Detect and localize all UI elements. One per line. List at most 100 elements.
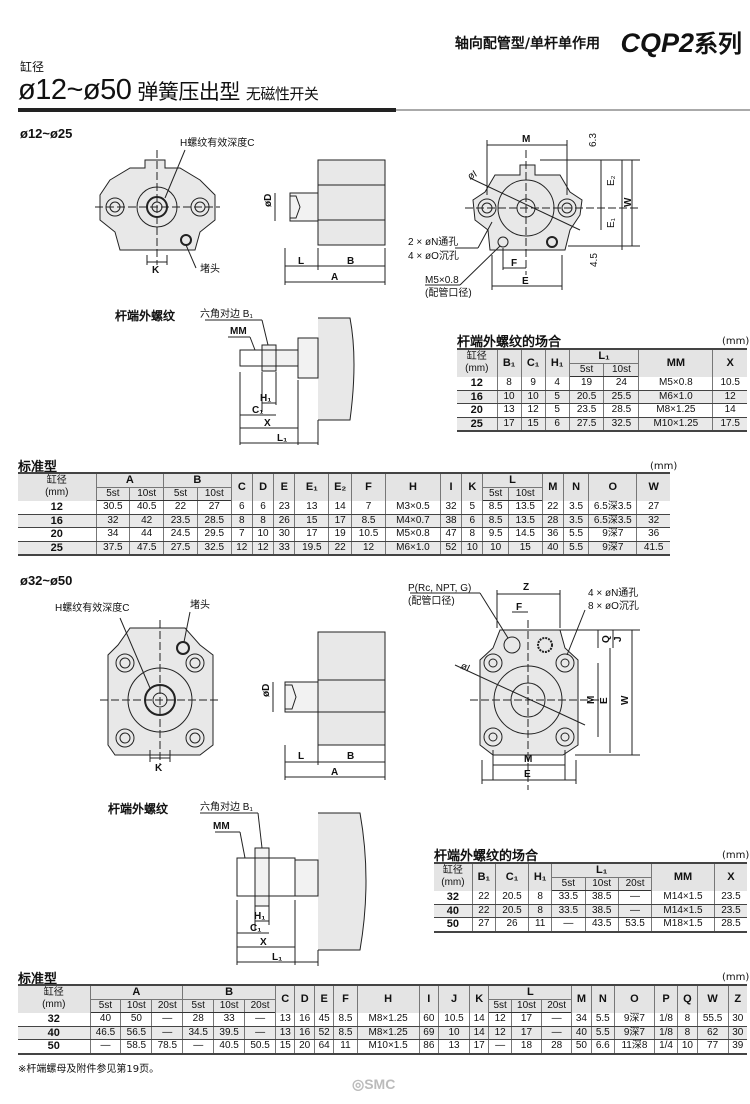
- col-l-5st: 5st: [482, 486, 509, 501]
- col-h: H: [384, 472, 441, 501]
- series-model: CQP2: [620, 28, 694, 58]
- table-cell: 20.5: [494, 890, 530, 905]
- label-port-note-2: (配管口径): [408, 594, 455, 607]
- rod-table-2-unit: (mm): [722, 850, 750, 861]
- col-b-5st: 5st: [182, 998, 215, 1013]
- col-a: A: [95, 472, 165, 487]
- col-a-10st: 10st: [120, 998, 153, 1013]
- table-cell: 15: [520, 417, 546, 432]
- col-l-10st: 10st: [507, 486, 543, 501]
- label-d: øD: [263, 194, 274, 207]
- table-cell: 27.5: [163, 541, 198, 556]
- table-cell: 50: [120, 1012, 153, 1027]
- table-cell: 32: [95, 514, 131, 528]
- bore-cell: 25: [457, 417, 498, 432]
- label-x: X: [264, 418, 271, 429]
- table-cell: 37.5: [95, 541, 131, 556]
- table-cell: —: [89, 1039, 122, 1055]
- table-cell: 4: [544, 376, 570, 391]
- label-4-5: 4.5: [589, 253, 600, 267]
- label-n-hole: 2 × øN通孔: [408, 236, 458, 248]
- table-cell: 12: [351, 541, 386, 556]
- table-cell: 52: [313, 1026, 335, 1040]
- col-j: J: [438, 984, 470, 1013]
- label-h-thread: H螺纹有效深度C: [180, 136, 254, 149]
- table-cell: 5.5: [562, 527, 590, 542]
- table-cell: 6: [544, 417, 570, 432]
- table-cell: 60: [418, 1012, 440, 1027]
- col-e: E: [313, 984, 335, 1013]
- table-cell: 8: [528, 904, 553, 918]
- label-plug: 堵头: [200, 262, 220, 275]
- col-c: C: [230, 472, 253, 501]
- table-cell: 30: [727, 1026, 747, 1040]
- rod-drawing-1: [205, 317, 355, 445]
- label-z: Z: [523, 582, 529, 593]
- table-cell: 20: [294, 1039, 315, 1055]
- table-cell: 27: [196, 500, 232, 515]
- table-cell: 56.5: [120, 1026, 153, 1040]
- table-cell: 9深7: [588, 527, 638, 542]
- col-m: M: [541, 472, 564, 501]
- col-x: X: [712, 348, 747, 377]
- series-subtitle: 轴向配管型/单杆单作用: [454, 36, 600, 52]
- label-o-hole: 4 × øO沉孔: [408, 249, 459, 262]
- table-cell: 22: [163, 500, 198, 515]
- col-i: I: [439, 472, 463, 501]
- table-cell: 16: [294, 1026, 315, 1040]
- table-cell: 5.5: [590, 1026, 615, 1040]
- col-q: Q: [677, 984, 698, 1013]
- table-cell: —: [244, 1026, 277, 1040]
- col-l1-20st: 20st: [617, 876, 652, 891]
- col-b-10st: 10st: [196, 486, 232, 501]
- title-range: ø12~ø50: [18, 74, 132, 106]
- label-a-2: A: [331, 767, 338, 778]
- table-cell: 78.5: [151, 1039, 184, 1055]
- label-e2: E₂: [606, 175, 617, 186]
- col-bore: 缸径(mm): [18, 984, 91, 1013]
- table-cell: 47.5: [129, 541, 165, 556]
- table-cell: 8: [496, 376, 522, 391]
- table-cell: 53.5: [617, 917, 653, 933]
- table-cell: 6.6: [590, 1039, 615, 1055]
- std-table-2: 缸径(mm) A B C D E F H I J K L M N O P Q W…: [18, 984, 747, 1055]
- table-cell: 17: [510, 1012, 543, 1027]
- table-cell: M14×1.5: [651, 904, 715, 918]
- series-suffix: 系列: [694, 30, 742, 58]
- std-table-2-title: 标准型: [18, 972, 58, 987]
- table-cell: 50: [571, 1039, 592, 1055]
- front-view-1: [95, 149, 220, 269]
- table-cell: 58.5: [120, 1039, 153, 1055]
- table-cell: 27.5: [568, 417, 605, 432]
- col-bore: 缸径(mm): [18, 472, 97, 501]
- rod-table-1-unit: (mm): [722, 336, 750, 347]
- table-cell: 13: [275, 1026, 296, 1040]
- table-cell: 6.5深3.5: [588, 500, 638, 515]
- std-table-1-unit: (mm): [650, 461, 678, 472]
- label-f-2: F: [516, 602, 522, 613]
- label-l-2: L: [298, 751, 304, 762]
- col-l1-10st: 10st: [584, 876, 619, 891]
- table-cell: 15: [507, 541, 543, 556]
- col-e: E: [273, 472, 296, 501]
- label-e: E: [522, 276, 529, 287]
- table-cell: 28: [182, 1012, 215, 1027]
- table-cell: 13: [294, 500, 330, 515]
- table-cell: 62: [696, 1026, 729, 1040]
- table-cell: M10×1.25: [638, 417, 714, 432]
- table-cell: M5×0.8: [638, 376, 714, 391]
- bore-cell: 32: [434, 890, 473, 905]
- table-cell: 1/8: [653, 1012, 679, 1027]
- table-cell: 28: [541, 1039, 573, 1055]
- col-mm: MM: [651, 862, 715, 891]
- table-cell: 29.5: [196, 527, 232, 542]
- table-cell: 9: [520, 376, 546, 391]
- table-cell: 27: [636, 500, 670, 515]
- table-cell: 7: [351, 500, 386, 515]
- table-cell: 23.5: [163, 514, 198, 528]
- col-b: B: [163, 472, 232, 487]
- col-d: D: [294, 984, 315, 1013]
